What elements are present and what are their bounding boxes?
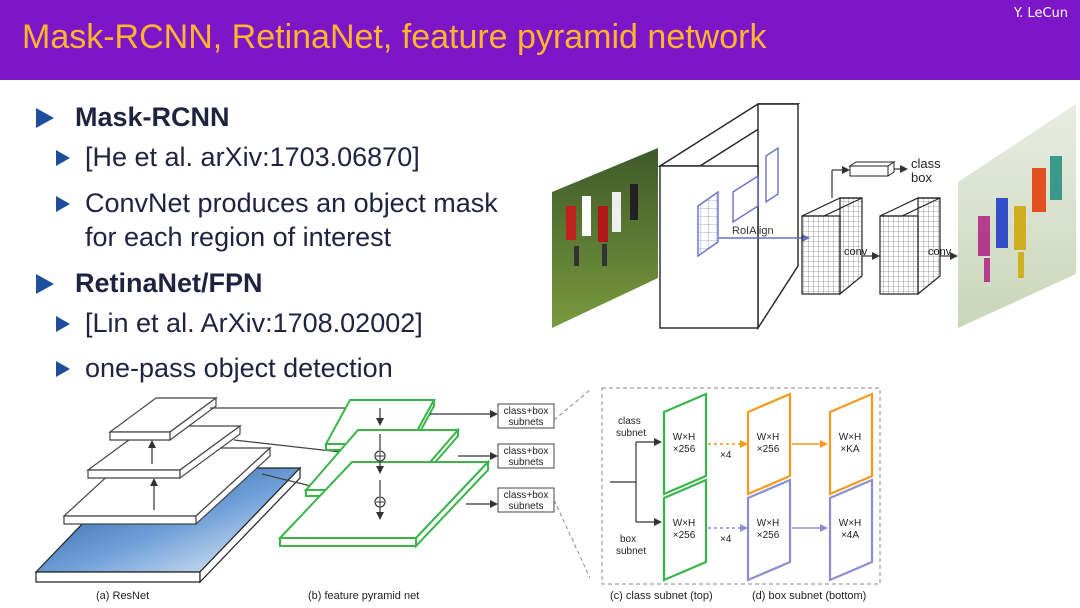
bullet-retina-desc: one-pass object detection	[85, 353, 393, 383]
slide-title: Mask-RCNN, RetinaNet, feature pyramid ne…	[22, 18, 767, 56]
class-input-map: W×H ×256	[662, 392, 708, 496]
caption-fpn: (b) feature pyramid net	[308, 590, 419, 602]
svg-text:×256: ×256	[673, 530, 696, 541]
fc-head-block	[848, 161, 896, 177]
subnet-label: subnets	[508, 501, 543, 512]
svg-text:W×H: W×H	[839, 518, 862, 529]
fpn-diagram: class+box subnets class+box subnets clas…	[34, 389, 590, 602]
bullet-triangle-icon	[56, 361, 70, 377]
box-input-map: W×H ×256	[662, 478, 708, 582]
bullet-retinanet: RetinaNet/FPN	[75, 268, 263, 298]
svg-text:×KA: ×KA	[840, 444, 860, 455]
zoom-frame	[601, 387, 881, 585]
conv-label-2: conv	[928, 246, 952, 258]
svg-text:W×H: W×H	[839, 432, 862, 443]
box-hidden-map: W×H ×256	[746, 478, 792, 582]
svg-text:×4A: ×4A	[841, 530, 859, 541]
subnet-box-2: class+box subnets	[497, 443, 555, 469]
bullet-retina-ref: [Lin et al. ArXiv:1708.02002]	[85, 308, 423, 338]
bullet-triangle-icon	[36, 108, 54, 128]
subnet-label: class+box	[504, 490, 549, 501]
subnet-label: subnets	[508, 457, 543, 468]
box-subnet-label: box	[620, 534, 636, 545]
bullet-mask-desc-2: for each region of interest	[85, 222, 392, 252]
class-subnet-label: class	[618, 416, 641, 427]
mask-rcnn-diagram: RoIAlign class box conv conv	[552, 103, 1076, 331]
subnet-box-3: class+box subnets	[497, 487, 555, 513]
roialign-label: RoIAlign	[732, 225, 774, 237]
box-output-map: W×H ×4A	[828, 478, 874, 582]
class-output-map: W×H ×KA	[828, 392, 874, 496]
caption-class-subnet: (c) class subnet (top)	[610, 590, 713, 602]
caption-resnet: (a) ResNet	[96, 590, 149, 602]
title-bar: Mask-RCNN, RetinaNet, feature pyramid ne…	[0, 0, 1080, 80]
svg-text:W×H: W×H	[757, 518, 780, 529]
bullet-mask-ref: [He et al. arXiv:1703.06870]	[85, 142, 420, 172]
roi-feature-block	[801, 197, 863, 296]
resnet-stack	[34, 396, 302, 584]
svg-text:W×H: W×H	[757, 432, 780, 443]
caption-box-subnet: (d) box subnet (bottom)	[752, 590, 866, 602]
box-subnet-label: subnet	[616, 546, 646, 557]
author-label: Y. LeCun	[1013, 6, 1068, 21]
svg-text:W×H: W×H	[673, 432, 696, 443]
bullet-triangle-icon	[36, 274, 54, 294]
conv-label-1: conv	[844, 246, 868, 258]
x4-bottom-label: ×4	[720, 534, 732, 545]
bullet-mask-rcnn: Mask-RCNN	[75, 102, 230, 132]
subnet-box-1: class+box subnets	[497, 403, 555, 429]
svg-text:×256: ×256	[673, 444, 696, 455]
input-photo	[552, 148, 658, 328]
subnet-label: class+box	[504, 406, 549, 417]
mask-feature-block	[879, 197, 941, 296]
svg-text:×256: ×256	[757, 530, 780, 541]
x4-top-label: ×4	[720, 450, 732, 461]
subnet-label: class+box	[504, 446, 549, 457]
bullet-triangle-icon	[56, 316, 70, 332]
subnet-diagram: class subnet box subnet W×H ×256 W×H ×25…	[601, 387, 881, 602]
bullet-mask-desc-1: ConvNet produces an object mask	[85, 188, 498, 218]
box-label: box	[911, 170, 932, 185]
bullet-triangle-icon	[56, 150, 70, 166]
fpn-stack	[277, 399, 491, 549]
class-label: class	[911, 156, 941, 171]
svg-text:W×H: W×H	[673, 518, 696, 529]
subnet-label: subnets	[508, 417, 543, 428]
output-mask-photo	[958, 104, 1076, 328]
class-hidden-map: W×H ×256	[746, 392, 792, 496]
class-subnet-label: subnet	[616, 428, 646, 439]
svg-text:×256: ×256	[757, 444, 780, 455]
backbone-block	[657, 103, 801, 331]
bullet-triangle-icon	[56, 196, 70, 212]
